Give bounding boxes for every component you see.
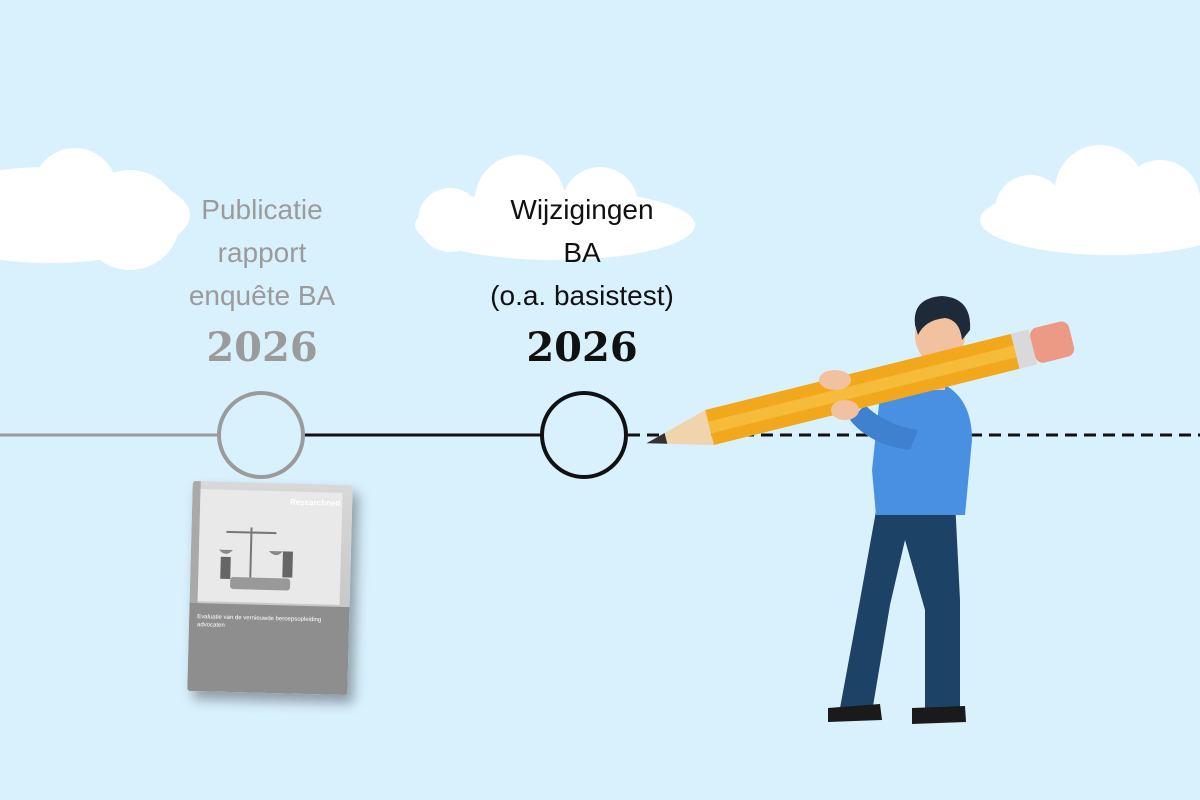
milestone-year-current: 2026 xyxy=(526,324,638,371)
milestone-year-past: 2026 xyxy=(206,324,318,371)
cloud-center xyxy=(415,155,695,260)
milestone-label-line: rapport xyxy=(217,237,307,268)
report-book-artwork xyxy=(187,480,353,696)
milestone-label-line: enquête BA xyxy=(188,280,336,311)
milestone-label-past: Publicatie rapport enquête BA xyxy=(150,188,374,317)
milestone-marker-current xyxy=(540,391,628,479)
milestone-label-line: BA xyxy=(563,237,601,268)
milestone-marker-past xyxy=(217,391,305,479)
cloud-left xyxy=(0,148,190,270)
person-illustration xyxy=(646,296,1075,724)
report-book-brand: Researchned xyxy=(289,497,341,508)
report-book-cover: Researchned Evaluatie van de vernieuwde … xyxy=(187,480,353,696)
milestone-label-line: Publicatie xyxy=(201,194,323,225)
milestone-label-current: Wijzigingen BA (o.a. basistest) xyxy=(470,188,694,317)
milestone-label-line: (o.a. basistest) xyxy=(490,280,674,311)
cloud-right xyxy=(980,145,1200,255)
milestone-label-line: Wijzigingen xyxy=(510,194,654,225)
